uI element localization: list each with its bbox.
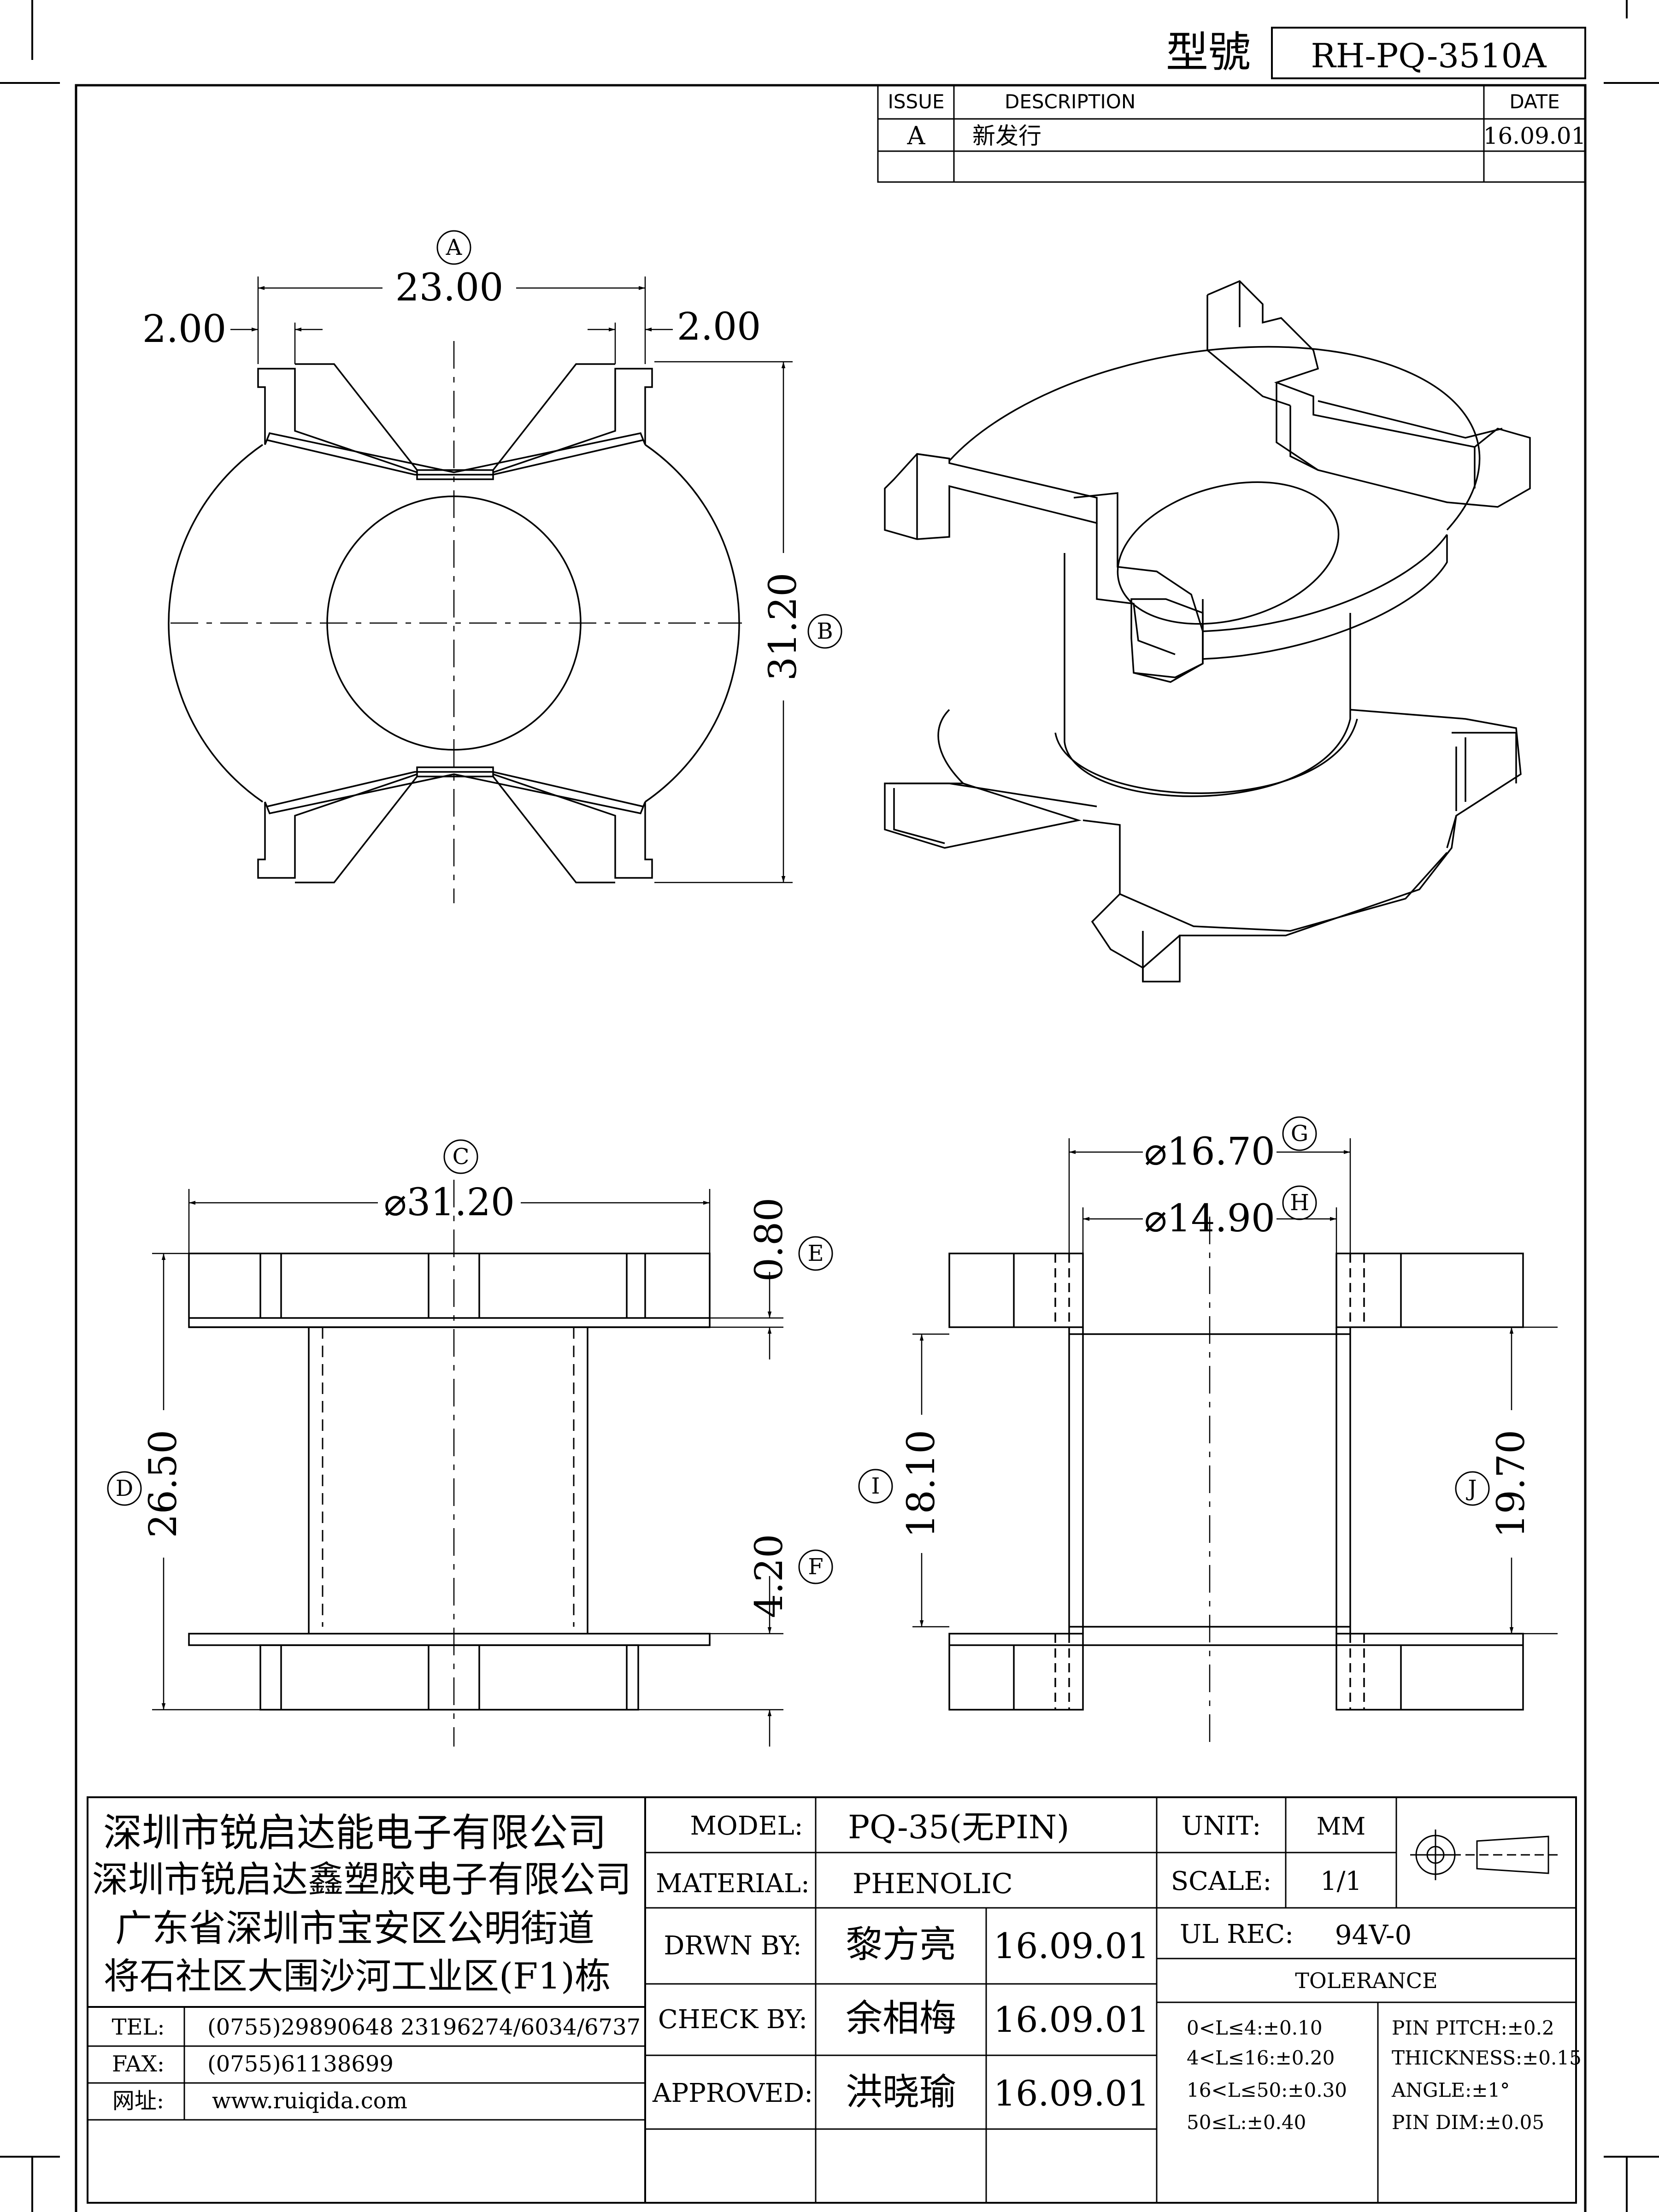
ul-label: UL REC: [1180,1919,1294,1949]
approved-date: 16.09.01 [993,2073,1150,2114]
fax-value: (0755)61138699 [207,2051,394,2077]
tol-right-1: PIN PITCH:±0.2 [1392,2017,1554,2039]
material-value: PHENOLIC [853,1868,1013,1900]
model-label: 型號 [1166,28,1251,77]
marker-c: C [452,1144,470,1170]
scale-value: 1/1 [1320,1866,1362,1896]
tol-left-4: 50≤L:±0.40 [1187,2111,1306,2134]
front-view-dimensions [152,1189,783,1747]
circle-markers [107,230,1490,1584]
material-label: MATERIAL: [656,1869,810,1899]
marker-b: B [817,618,833,644]
web-value: www.ruiqida.com [212,2088,408,2114]
fax-label: FAX: [112,2051,165,2077]
projection-symbol [1410,1830,1560,1880]
tel-label: TEL: [112,2014,165,2040]
top-view-drawing [168,341,742,903]
check-date: 16.09.01 [993,1999,1150,2040]
check-by-name: 余相梅 [846,1997,956,2040]
dim-inner-height: 18.10 [900,1430,943,1538]
marker-i: I [871,1473,880,1499]
company-line-4: 将石社区大围沙河工业区(F1)栋 [103,1956,611,1997]
tol-left-1: 0<L≤4:±0.10 [1187,2017,1323,2039]
dim-flange-diameter: ⌀31.20 [383,1181,515,1224]
company-line-3: 广东省深圳市宝安区公明街道 [115,1907,594,1950]
company-line-1: 深圳市锐启达能电子有限公司 [103,1810,607,1855]
dim-width: 23.00 [395,266,504,310]
title-block-lines [87,1796,1577,2204]
dim-inner-diameter: ⌀14.90 [1144,1197,1276,1241]
drawn-date: 16.09.01 [993,1925,1150,1966]
dim-outer-diameter: ⌀16.70 [1144,1130,1276,1174]
isometric-view-drawing [884,280,1531,982]
top-view-dimensions [230,276,793,883]
model-field-value: PQ-35(无PIN) [848,1808,1070,1846]
marker-f: F [808,1554,824,1580]
model-field-label: MODEL: [690,1811,803,1841]
web-label: 网址: [112,2088,165,2114]
section-view-drawing [948,1217,1524,1747]
section-view-dimensions [912,1138,1558,1635]
drawn-by-name: 黎方亮 [846,1923,956,1966]
dim-height: 31.20 [761,572,805,681]
marker-j: J [1468,1476,1477,1501]
dim-overall-height: 26.50 [141,1430,185,1538]
tol-left-3: 16<L≤50:±0.30 [1187,2079,1347,2101]
revision-col-issue: ISSUE [888,90,945,113]
marker-h: H [1290,1190,1309,1216]
dim-bottom-flange: 4.20 [747,1534,791,1618]
tolerance-label: TOLERANCE [1295,1968,1438,1993]
approved-label: APPROVED: [653,2078,813,2108]
model-number-box [1271,27,1586,79]
drawn-by-label: DRWN BY: [664,1931,802,1961]
tol-right-2: THICKNESS:±0.15 [1392,2047,1582,2069]
marker-g: G [1290,1121,1309,1147]
marker-d: D [115,1476,134,1501]
approved-name: 洪晓瑜 [846,2071,956,2113]
marker-e: E [807,1241,824,1266]
tol-right-4: PIN DIM:±0.05 [1392,2111,1545,2134]
dim-left-step: 2.00 [142,307,227,351]
model-number: RH-PQ-3510A [1311,36,1547,75]
revision-issue: A [907,121,925,150]
check-by-label: CHECK BY: [658,2005,808,2035]
dim-flange-thickness: 0.80 [747,1197,791,1282]
revision-col-date: DATE [1509,90,1560,113]
dim-outer-height: 19.70 [1489,1430,1533,1538]
revision-table [877,84,1586,183]
tol-right-3: ANGLE:±1° [1392,2079,1510,2101]
unit-label: UNIT: [1181,1811,1261,1841]
ul-value: 94V-0 [1335,1919,1412,1951]
marker-a: A [446,235,462,260]
revision-col-desc: DESCRIPTION [1005,90,1136,113]
tel-value: (0755)29890648 23196274/6034/6737 [207,2014,641,2040]
scale-label: SCALE: [1171,1866,1272,1896]
tol-left-2: 4<L≤16:±0.20 [1187,2047,1335,2069]
revision-date: 16.09.01 [1483,123,1586,149]
front-view-drawing [188,1180,711,1747]
revision-desc: 新发行 [972,123,1041,149]
dim-right-step: 2.00 [677,305,761,349]
unit-value: MM [1316,1813,1366,1841]
company-line-2: 深圳市锐启达鑫塑胶电子有限公司 [92,1859,632,1900]
drawing-frame [75,84,1587,2212]
